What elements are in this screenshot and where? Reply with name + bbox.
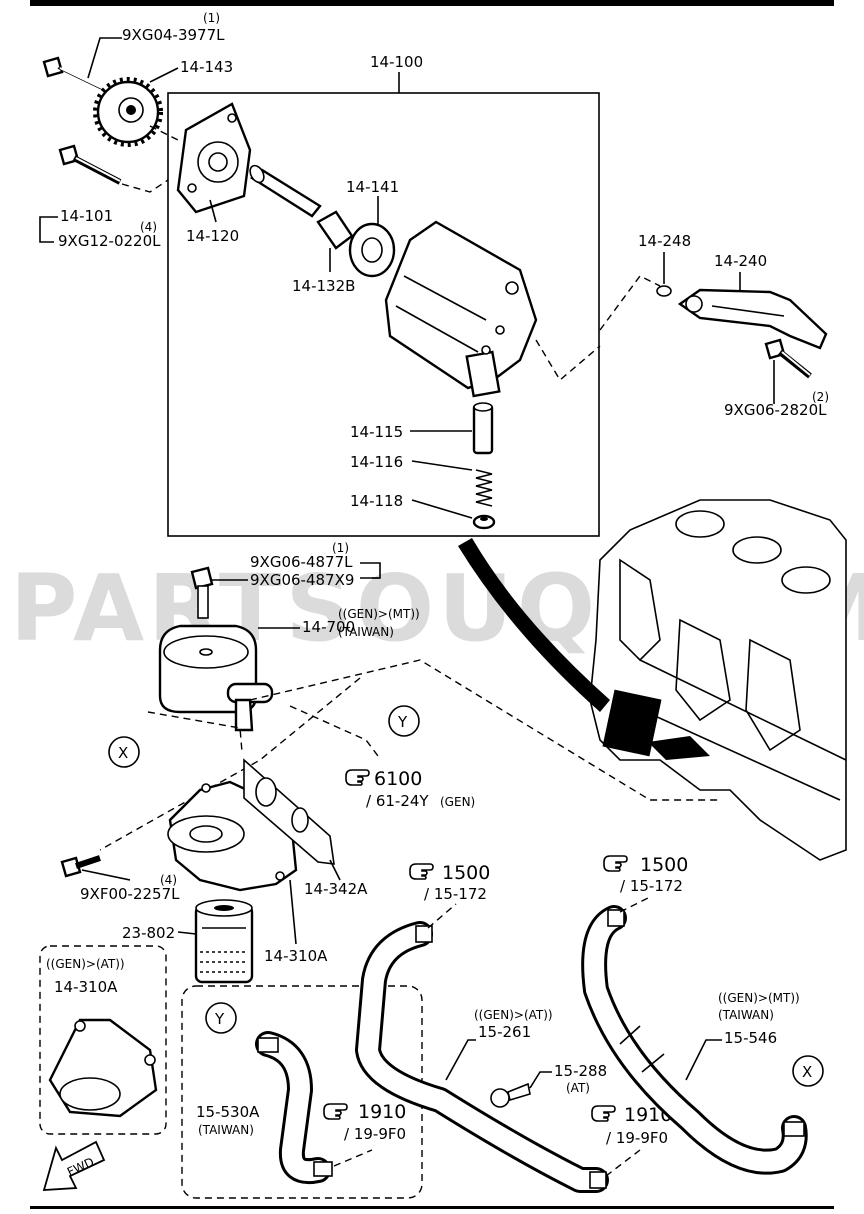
marker-x-right: X [792,1055,824,1087]
svg-text:Y: Y [397,713,408,731]
label-14-700-note2: (TAIWAN) [338,625,394,639]
ref-1910b-sub: / 19-9F0 [606,1129,668,1147]
label-9xg06-2820l-qty: (2) [812,390,829,404]
spring-14-116 [475,469,493,507]
oil-filter-23-802 [194,899,254,984]
label-14-118: 14-118 [350,492,403,510]
label-14-120: 14-120 [186,227,239,245]
hose-15-530a [255,1031,333,1184]
bolt-9xg04-3977l [42,56,109,93]
label-15-530a: 15-530A [196,1103,260,1121]
bolt-9xg06-2820l [764,338,812,379]
label-14-240: 14-240 [714,252,767,270]
box-note: ((GEN)>(AT)) [46,957,125,971]
pointing-hand-icon [345,769,370,786]
label-9xg06-487x9: 9XG06-487X9 [250,571,354,589]
ref-1500a: 1500 [442,862,490,884]
marker-y-upper: Y [388,705,420,737]
outer-rotor-14-141 [348,222,396,278]
bolt-9xg06-4877l [190,566,214,619]
label-23-802: 23-802 [122,924,175,942]
location-pointer [458,538,610,712]
label-14-143: 14-143 [180,58,233,76]
label-9xf00-qty: (4) [160,873,177,887]
ref-1500b-sub: / 15-172 [620,877,683,895]
label-14-100: 14-100 [370,53,423,71]
label-9xg04-qty: (1) [203,11,220,25]
marker-x-left: X [108,736,140,768]
sprocket-14-143 [93,77,163,147]
ref-1910a-sub: / 19-9F0 [344,1125,406,1143]
plunger-14-115 [472,402,494,455]
label-14-700: 14-700 [302,618,355,636]
pointing-hand-icon [591,1105,616,1122]
o-ring-14-248 [656,285,672,297]
ref-1910a: 1910 [358,1101,406,1123]
pointing-hand-icon [409,863,434,880]
bottom-rule [30,1206,834,1209]
label-9xg04-3977l: 9XG04-3977L [122,26,225,44]
bolt-14-101 [58,144,122,185]
label-14-116: 14-116 [350,453,403,471]
label-9xg06-4877l: 9XG06-4877L [250,553,353,571]
top-rule [30,0,834,6]
svg-text:X: X [118,744,128,762]
label-14-101: 14-101 [60,207,113,225]
label-15-530a-note: (TAIWAN) [198,1123,254,1137]
pointing-hand-icon [603,855,628,872]
pump-cover-14-120 [176,102,252,214]
ref-1500a-sub: / 15-172 [424,885,487,903]
bolt-9xf00-2257l [60,855,101,878]
label-9xg06-4877l-qty: (1) [332,541,349,555]
oil-cooler-14-700 [158,624,274,732]
ref-1500b: 1500 [640,854,688,876]
label-9xg12-0220l: 9XG12-0220L [58,232,161,250]
fwd-arrow-icon: FWD [42,1140,106,1191]
marker-y-lower: Y [205,1002,237,1034]
label-14-248: 14-248 [638,232,691,250]
box-part: 14-310A [54,978,118,996]
hose-15-546 [581,905,808,1175]
label-14-342a: 14-342A [304,880,368,898]
label-15-261-note: ((GEN)>(AT)) [474,1008,553,1022]
clamp-15-288 [490,1082,531,1108]
ref-6100: 6100 [374,768,422,790]
gasket-14-342a [243,758,335,865]
plug-14-118 [472,514,496,530]
oil-pump-assembly-frame [167,92,600,537]
svg-text:X: X [802,1063,812,1081]
label-15-288: 15-288 [554,1062,607,1080]
ref-6100-sub: / 61-24Y [366,792,429,810]
pump-body [384,220,538,398]
engine-block [589,499,847,861]
filter-bracket-alt [48,1018,158,1118]
pointing-hand-icon [323,1103,348,1120]
oil-strainer-14-240 [677,288,828,350]
alternate-part-box [39,945,167,1135]
label-15-288-note: (AT) [566,1081,590,1095]
label-14-310a: 14-310A [264,947,328,965]
ref-6100-gen: (GEN) [440,795,475,809]
hose-15-261 [355,921,609,1193]
pump-shaft [249,164,322,218]
label-14-141: 14-141 [346,178,399,196]
label-15-546-note1: ((GEN)>(MT)) [718,991,800,1005]
label-9xg06-2820l: 9XG06-2820L [724,401,827,419]
label-14-115: 14-115 [350,423,403,441]
label-15-546: 15-546 [724,1029,777,1047]
label-15-261: 15-261 [478,1023,531,1041]
label-14-132b: 14-132B [292,277,355,295]
label-14-700-note1: ((GEN)>(MT)) [338,607,420,621]
inner-rotor-14-132b [316,210,354,250]
label-9xf00-2257l: 9XF00-2257L [80,885,180,903]
label-15-546-note2: (TAIWAN) [718,1008,774,1022]
svg-text:Y: Y [214,1010,225,1028]
label-9xg12-qty: (4) [140,220,157,234]
